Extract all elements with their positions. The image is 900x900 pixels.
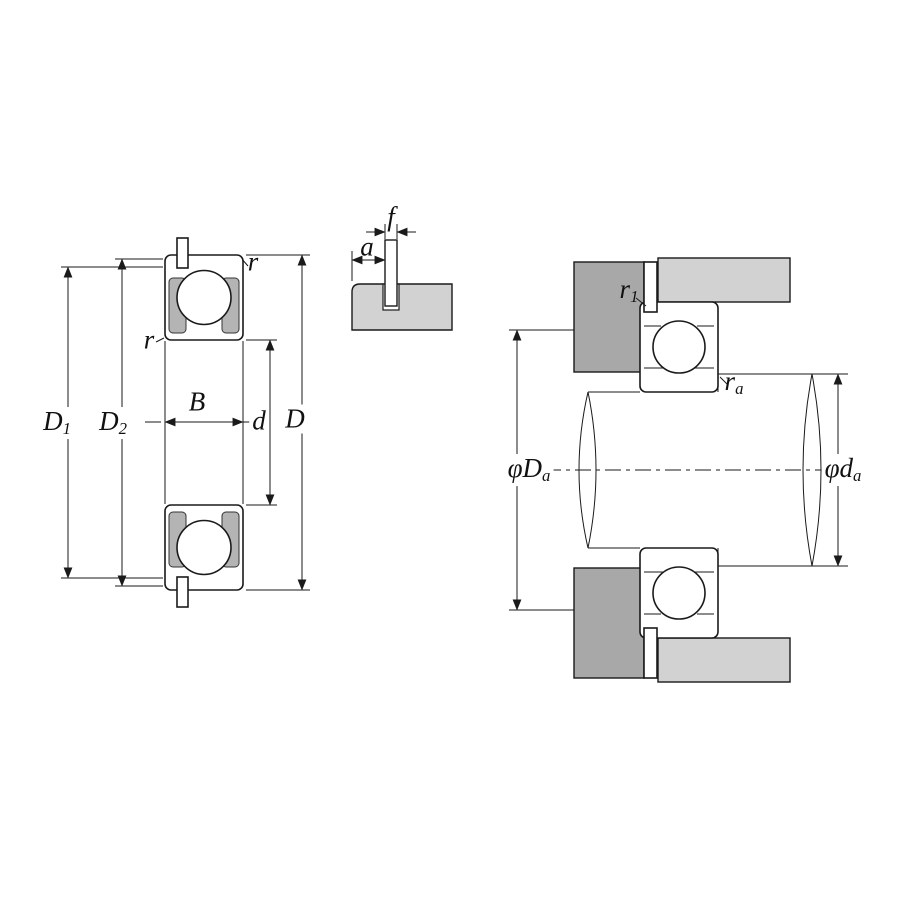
label-r-outer-main: r — [247, 246, 259, 277]
label-D1-sub: 1 — [62, 419, 71, 439]
label-a-main: a — [360, 231, 374, 262]
leader-line-ra — [719, 376, 729, 386]
ring-edge-block — [351, 283, 453, 331]
label-r1-sub: 1 — [630, 287, 639, 307]
snap-ring-tab-bottom — [176, 576, 189, 608]
housing-block-top-right — [657, 257, 791, 303]
label-phi-da-sub: a — [853, 466, 862, 486]
label-f: f — [387, 201, 395, 232]
label-phi-Da-prefix: φ — [507, 453, 523, 484]
snap-ring-tab-top — [176, 237, 189, 269]
housing-shoulder-bottom-left — [573, 567, 645, 679]
housing-block-bottom-right — [657, 637, 791, 683]
label-phi-Da: φDa — [504, 453, 554, 486]
label-d: d — [249, 405, 269, 436]
snap-ring-groove-detail-view — [351, 224, 453, 331]
label-phi-Da-sub: a — [542, 466, 551, 486]
label-f-main: f — [387, 201, 395, 232]
label-ra: ra — [725, 368, 744, 398]
leader-line-r1 — [635, 297, 647, 307]
label-phi-da: φda — [821, 453, 865, 486]
housing-shoulder-top-left — [573, 261, 645, 373]
label-D1: D1 — [40, 407, 74, 439]
snap-ring-mounted-top — [643, 261, 658, 313]
label-D2-main: D — [99, 406, 119, 437]
snap-ring-mounted-bottom — [643, 627, 658, 679]
label-r1-main: r — [619, 274, 631, 305]
left-cross-section-view — [61, 237, 310, 608]
ball-bottom — [176, 519, 232, 576]
label-D-main: D — [285, 403, 305, 434]
label-ra-sub: a — [735, 379, 744, 399]
label-phi-da-prefix: φ — [824, 453, 840, 484]
label-r-outer: r — [247, 246, 259, 277]
label-phi-Da-main: D — [522, 453, 543, 484]
ball-mounted-top — [652, 320, 706, 374]
label-d-main: d — [252, 405, 266, 436]
label-B: B — [188, 386, 206, 417]
leader-line-r-inner — [155, 337, 165, 343]
snap-ring-cross-section — [384, 239, 398, 307]
label-r-inner-main: r — [143, 324, 155, 355]
ball-top — [176, 269, 232, 326]
label-D: D — [282, 403, 308, 434]
label-B-main: B — [188, 386, 206, 417]
label-a: a — [360, 231, 374, 262]
ball-mounted-bottom — [652, 566, 706, 620]
label-r1: r1 — [620, 276, 639, 306]
label-r-inner: r — [143, 324, 155, 355]
label-ra-main: r — [724, 366, 736, 397]
shaft-break-arc-left-inner — [587, 391, 597, 549]
shaft-break-arc-right-outer — [802, 373, 813, 567]
label-D1-main: D — [43, 406, 63, 437]
label-phi-da-main: d — [839, 453, 854, 484]
label-D2: D2 — [96, 407, 130, 439]
label-D2-sub: 2 — [118, 419, 127, 439]
mounting-view — [509, 257, 862, 683]
